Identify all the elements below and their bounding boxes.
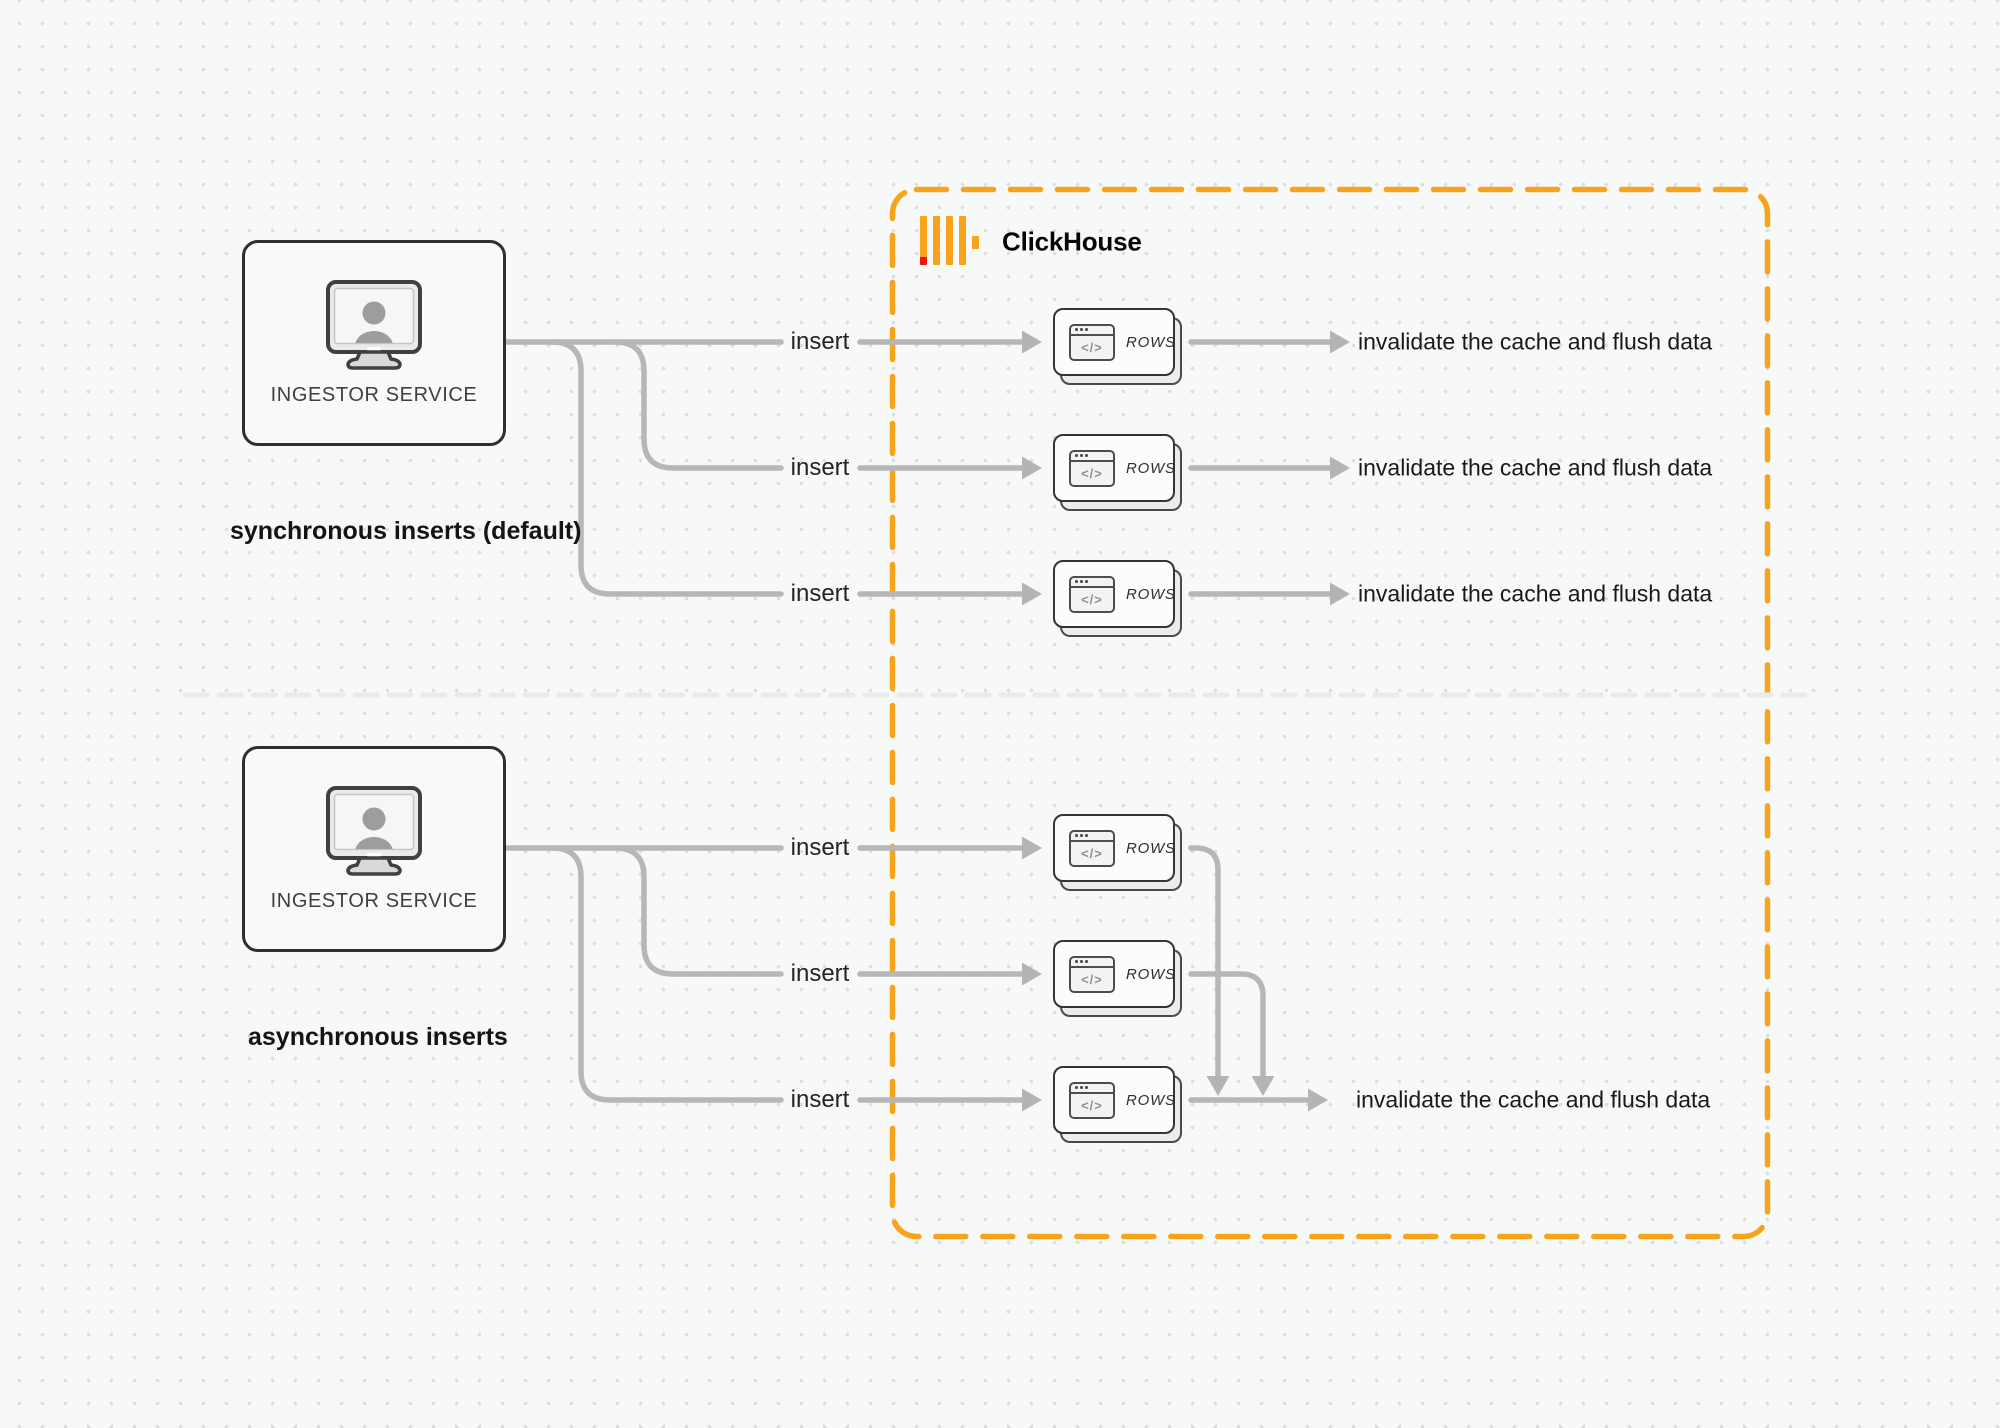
clickhouse-title: ClickHouse xyxy=(1002,226,1142,257)
invalidate-label: invalidate the cache and flush data xyxy=(1358,328,1713,355)
async-branch-row3 xyxy=(549,845,784,1103)
insert-label: insert xyxy=(790,834,850,861)
async-caption: asynchronous inserts xyxy=(248,1023,508,1051)
logo-bar xyxy=(920,216,927,265)
ingestor-service-label: INGESTOR SERVICE xyxy=(270,383,478,406)
code-window-icon: </> xyxy=(1069,1081,1115,1119)
insert-label: insert xyxy=(790,328,850,355)
rows-card: </> ROWS xyxy=(1053,308,1182,385)
sync-connectors xyxy=(503,330,1350,606)
monitor-user-icon xyxy=(326,279,422,370)
invalidate-label: invalidate the cache and flush data xyxy=(1358,580,1713,607)
card-face: </> ROWS xyxy=(1053,308,1175,376)
async-connectors xyxy=(503,836,1328,1112)
logo-bar-red xyxy=(920,257,927,265)
logo-bar-short xyxy=(972,236,979,249)
insert-label: insert xyxy=(790,960,850,987)
rows-card: </> ROWS xyxy=(1053,560,1182,637)
insert-label: insert xyxy=(790,580,850,607)
ingestor-service-node-sync: INGESTOR SERVICE xyxy=(242,240,506,446)
rows-label: ROWS xyxy=(1126,333,1176,351)
rows-label: ROWS xyxy=(1126,585,1176,603)
code-window-icon: </> xyxy=(1069,955,1115,993)
rows-label: ROWS xyxy=(1126,1091,1176,1109)
code-window-icon: </> xyxy=(1069,323,1115,361)
sync-caption: synchronous inserts (default) xyxy=(230,517,582,545)
monitor-user-icon xyxy=(326,785,422,876)
async-merge-row2 xyxy=(1188,971,1266,1079)
code-window-icon: </> xyxy=(1069,829,1115,867)
rows-card: </> ROWS xyxy=(1053,434,1182,511)
rows-card: </> ROWS xyxy=(1053,1066,1182,1143)
rows-label: ROWS xyxy=(1126,459,1176,477)
insert-label: insert xyxy=(790,1086,850,1113)
code-window-icon: </> xyxy=(1069,575,1115,613)
card-face: </> ROWS xyxy=(1053,814,1175,882)
insert-label: insert xyxy=(790,454,850,481)
async-branch-row2 xyxy=(612,845,784,977)
logo-bar xyxy=(946,216,953,265)
ingestor-service-node-async: INGESTOR SERVICE xyxy=(242,746,506,952)
rows-card: </> ROWS xyxy=(1053,814,1182,891)
sync-branch-row3 xyxy=(549,339,784,597)
async-merge-row1 xyxy=(1188,845,1221,1079)
card-face: </> ROWS xyxy=(1053,434,1175,502)
logo-bar xyxy=(933,216,940,265)
card-face: </> ROWS xyxy=(1053,1066,1175,1134)
rows-card: </> ROWS xyxy=(1053,940,1182,1017)
invalidate-label: invalidate the cache and flush data xyxy=(1356,1086,1711,1113)
clickhouse-logo-icon xyxy=(920,216,1000,266)
rows-label: ROWS xyxy=(1126,839,1176,857)
rows-label: ROWS xyxy=(1126,965,1176,983)
card-face: </> ROWS xyxy=(1053,940,1175,1008)
logo-bar xyxy=(959,216,966,265)
invalidate-label: invalidate the cache and flush data xyxy=(1358,454,1713,481)
ingestor-service-label: INGESTOR SERVICE xyxy=(270,889,478,912)
clickhouse-boundary xyxy=(889,186,1771,1240)
sync-branch-row2 xyxy=(612,339,784,471)
code-window-icon: </> xyxy=(1069,449,1115,487)
card-face: </> ROWS xyxy=(1053,560,1175,628)
